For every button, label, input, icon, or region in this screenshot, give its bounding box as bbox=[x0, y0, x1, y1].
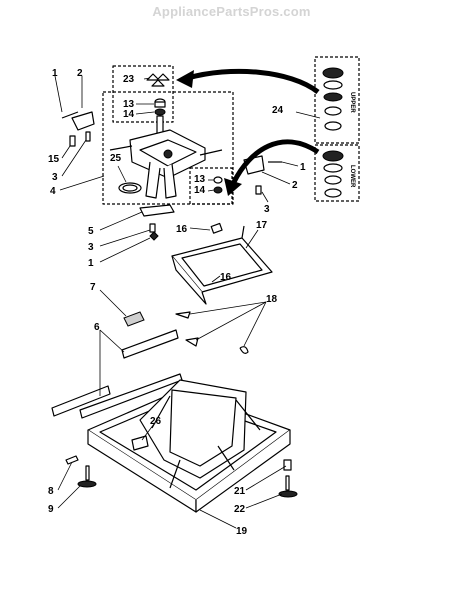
callout-19: 19 bbox=[236, 526, 248, 537]
callout-26: 26 bbox=[150, 416, 162, 427]
rail-6 bbox=[51, 329, 183, 419]
clip-18 bbox=[175, 311, 249, 354]
callout-3-left: 3 bbox=[52, 172, 58, 183]
callout-23: 23 bbox=[123, 74, 135, 85]
leader-lines bbox=[54, 75, 321, 529]
callout-1-lower: 1 bbox=[88, 258, 94, 269]
gearcase-assembly bbox=[109, 115, 223, 199]
callout-labels: 1 2 23 13 14 24 15 3 25 4 13 14 1 2 3 5 … bbox=[48, 68, 306, 537]
callout-14-upper: 14 bbox=[123, 109, 135, 120]
callout-13-upper: 13 bbox=[123, 99, 135, 110]
callout-2-right: 2 bbox=[292, 180, 298, 191]
callout-13-lower: 13 bbox=[194, 174, 206, 185]
callout-1-top: 1 bbox=[52, 68, 58, 79]
mounting-bracket bbox=[139, 204, 175, 241]
callout-14-lower: 14 bbox=[194, 185, 206, 196]
inset-upper-label: UPPER bbox=[349, 92, 355, 113]
callout-3-right: 3 bbox=[264, 204, 270, 215]
arrow-upper bbox=[176, 68, 320, 95]
callout-8: 8 bbox=[48, 486, 54, 497]
callout-16-lower: 16 bbox=[220, 272, 232, 283]
leveling-foot-right bbox=[278, 459, 298, 498]
callout-25: 25 bbox=[110, 153, 122, 164]
callout-17: 17 bbox=[256, 220, 268, 231]
callout-1-right: 1 bbox=[300, 162, 306, 173]
callout-7: 7 bbox=[90, 282, 96, 293]
callout-3-lower: 3 bbox=[88, 242, 94, 253]
inset-lower: LOWER bbox=[314, 144, 360, 202]
seal-bearing-stack-upper bbox=[146, 73, 170, 116]
watermark: AppliancePartsPros.com bbox=[152, 4, 311, 19]
inset-upper: UPPER bbox=[314, 56, 360, 144]
inset-lower-label: LOWER bbox=[349, 165, 355, 188]
callout-9: 9 bbox=[48, 504, 54, 515]
callout-15: 15 bbox=[48, 154, 60, 165]
motor-frame bbox=[171, 225, 273, 305]
seal-ring bbox=[118, 182, 142, 194]
callout-22: 22 bbox=[234, 504, 246, 515]
callout-6: 6 bbox=[94, 322, 100, 333]
callout-18: 18 bbox=[266, 294, 278, 305]
seal-bearing-stack-lower bbox=[213, 176, 223, 194]
callout-4: 4 bbox=[50, 186, 56, 197]
spring bbox=[123, 311, 145, 327]
callout-2-top: 2 bbox=[77, 68, 83, 79]
part-26 bbox=[131, 435, 149, 451]
callout-5: 5 bbox=[88, 226, 94, 237]
base-frame bbox=[87, 379, 291, 513]
bracket-clip-left bbox=[61, 111, 95, 147]
callout-16-top: 16 bbox=[176, 224, 188, 235]
callout-21: 21 bbox=[234, 486, 246, 497]
callout-24: 24 bbox=[272, 105, 284, 116]
leveling-foot-left bbox=[65, 455, 97, 488]
arrow-lower bbox=[224, 139, 320, 196]
